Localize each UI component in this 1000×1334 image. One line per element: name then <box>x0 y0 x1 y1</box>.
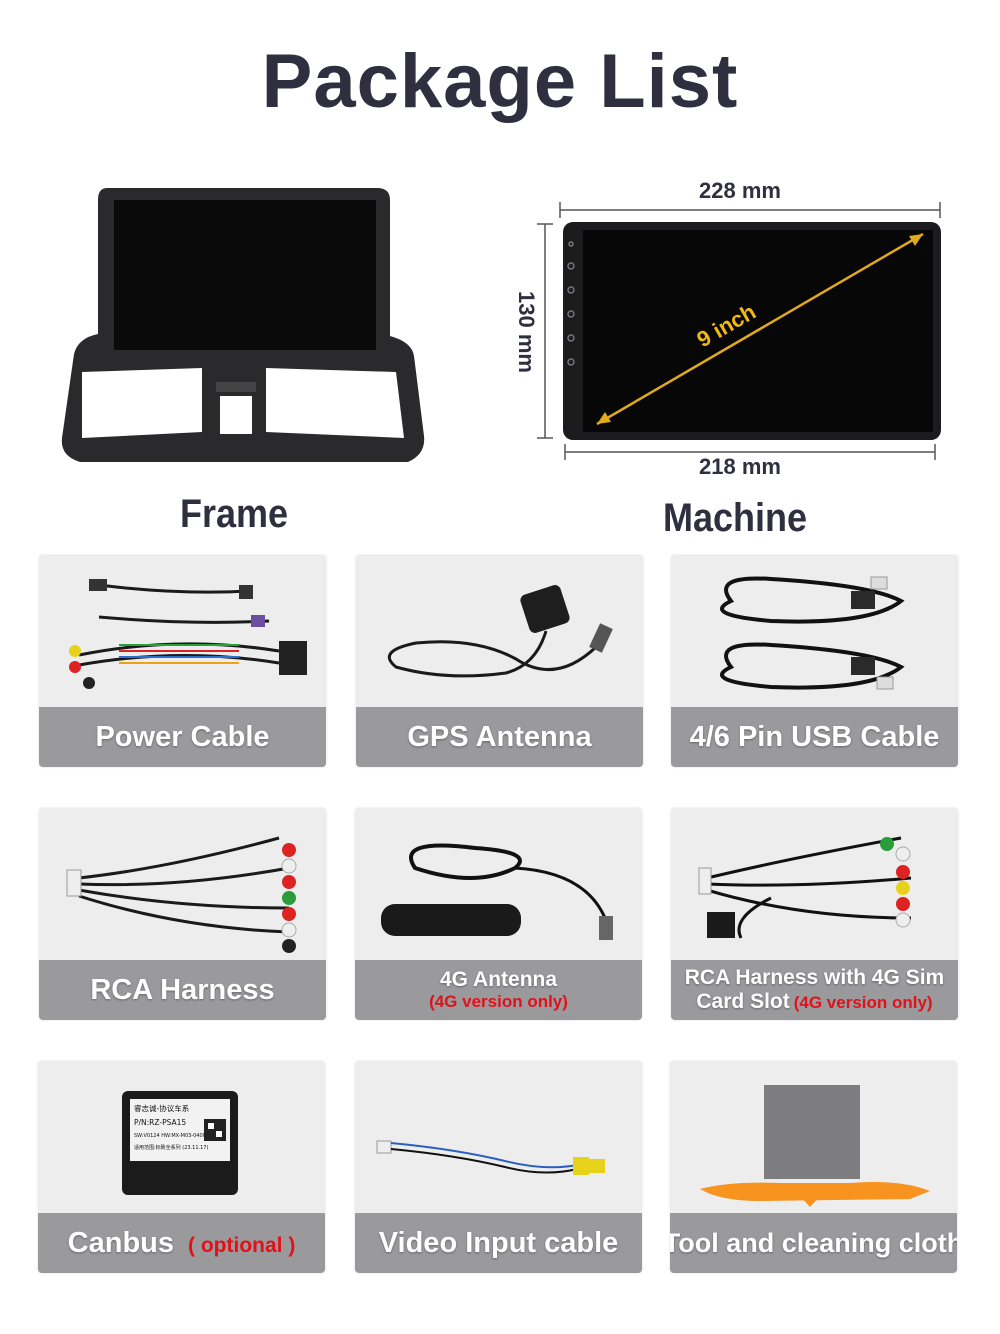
power-cable-label: Power Cable <box>95 720 270 753</box>
canbus-note: ( optional ) <box>188 1233 296 1257</box>
item-gps-antenna: GPS Antenna <box>356 555 643 767</box>
item-canbus: 睿志诚-协议车系 P/N:RZ-PSA15 SW:V0124 HW:MX-M03… <box>38 1061 325 1273</box>
rca-harness-4g-image <box>698 836 912 939</box>
frame-image <box>61 188 425 462</box>
rca-harness-4g-bar: RCA Harness with 4G Sim Card Slot (4G ve… <box>671 960 958 1020</box>
tool-cloth-image <box>700 1085 930 1207</box>
machine-caption: Machine <box>663 496 808 540</box>
gps-antenna-label: GPS Antenna <box>407 720 592 753</box>
rca-harness-4g-note: (4G version only) <box>793 993 933 1012</box>
video-input-bar: Video Input cable <box>355 1213 642 1273</box>
gps-antenna-image <box>387 585 613 678</box>
4g-antenna-bar: 4G Antenna (4G version only) <box>355 960 642 1020</box>
item-rca-harness-4g: RCA Harness with 4G Sim Card Slot (4G ve… <box>671 808 958 1020</box>
rca-harness-4g-label-line2: Card Slot <box>696 990 790 1013</box>
rca-harness-image <box>66 836 297 953</box>
video-input-label: Video Input cable <box>378 1226 619 1259</box>
machine-image: 228 mm 130 mm 9 inch 218 mm <box>514 178 941 479</box>
item-tool-cloth: Tool and cleaning cloth <box>670 1061 957 1273</box>
power-cable-bar: Power Cable <box>39 707 326 767</box>
usb-cable-label: 4/6 Pin USB Cable <box>689 720 940 753</box>
canbus-image: 睿志诚-协议车系 P/N:RZ-PSA15 SW:V0124 HW:MX-M03… <box>122 1091 238 1195</box>
tool-cloth-label: Tool and cleaning cloth <box>670 1227 957 1258</box>
item-4g-antenna: 4G Antenna (4G version only) <box>355 808 642 1020</box>
rca-harness-label: RCA Harness <box>90 973 275 1006</box>
canbus-line4: 适用范围:标致全系列 (23.11.17) <box>134 1144 208 1151</box>
canbus-line2: P/N:RZ-PSA15 <box>134 1118 186 1127</box>
video-input-image <box>376 1140 605 1175</box>
dim-bottom-label: 218 mm <box>699 454 781 479</box>
item-power-cable: Power Cable <box>39 555 326 767</box>
frame-caption: Frame <box>180 492 289 536</box>
item-rca-harness: RCA Harness <box>39 808 326 1020</box>
4g-antenna-label: 4G Antenna <box>439 968 558 991</box>
usb-cable-image <box>720 576 905 690</box>
dim-side-label: 130 mm <box>514 291 539 373</box>
usb-cable-bar: 4/6 Pin USB Cable <box>671 707 958 767</box>
page-title: Package List <box>261 39 739 124</box>
canbus-line1: 睿志诚-协议车系 <box>134 1103 190 1113</box>
canbus-bar: Canbus ( optional ) <box>38 1213 325 1273</box>
canbus-line3: SW:V0124 HW:MX-M03-0400 <box>134 1133 206 1139</box>
4g-antenna-note: (4G version only) <box>429 992 568 1011</box>
item-video-input: Video Input cable <box>355 1061 642 1273</box>
dim-top-label: 228 mm <box>699 178 781 203</box>
canbus-label: Canbus <box>67 1226 175 1259</box>
power-cable-image <box>69 579 307 689</box>
rca-harness-4g-label-line1: RCA Harness with 4G Sim <box>684 966 945 989</box>
rca-harness-bar: RCA Harness <box>39 960 326 1020</box>
tool-cloth-bar: Tool and cleaning cloth <box>670 1213 957 1273</box>
item-usb-cable: 4/6 Pin USB Cable <box>671 555 958 767</box>
4g-antenna-image <box>381 843 613 940</box>
gps-antenna-bar: GPS Antenna <box>356 707 643 767</box>
